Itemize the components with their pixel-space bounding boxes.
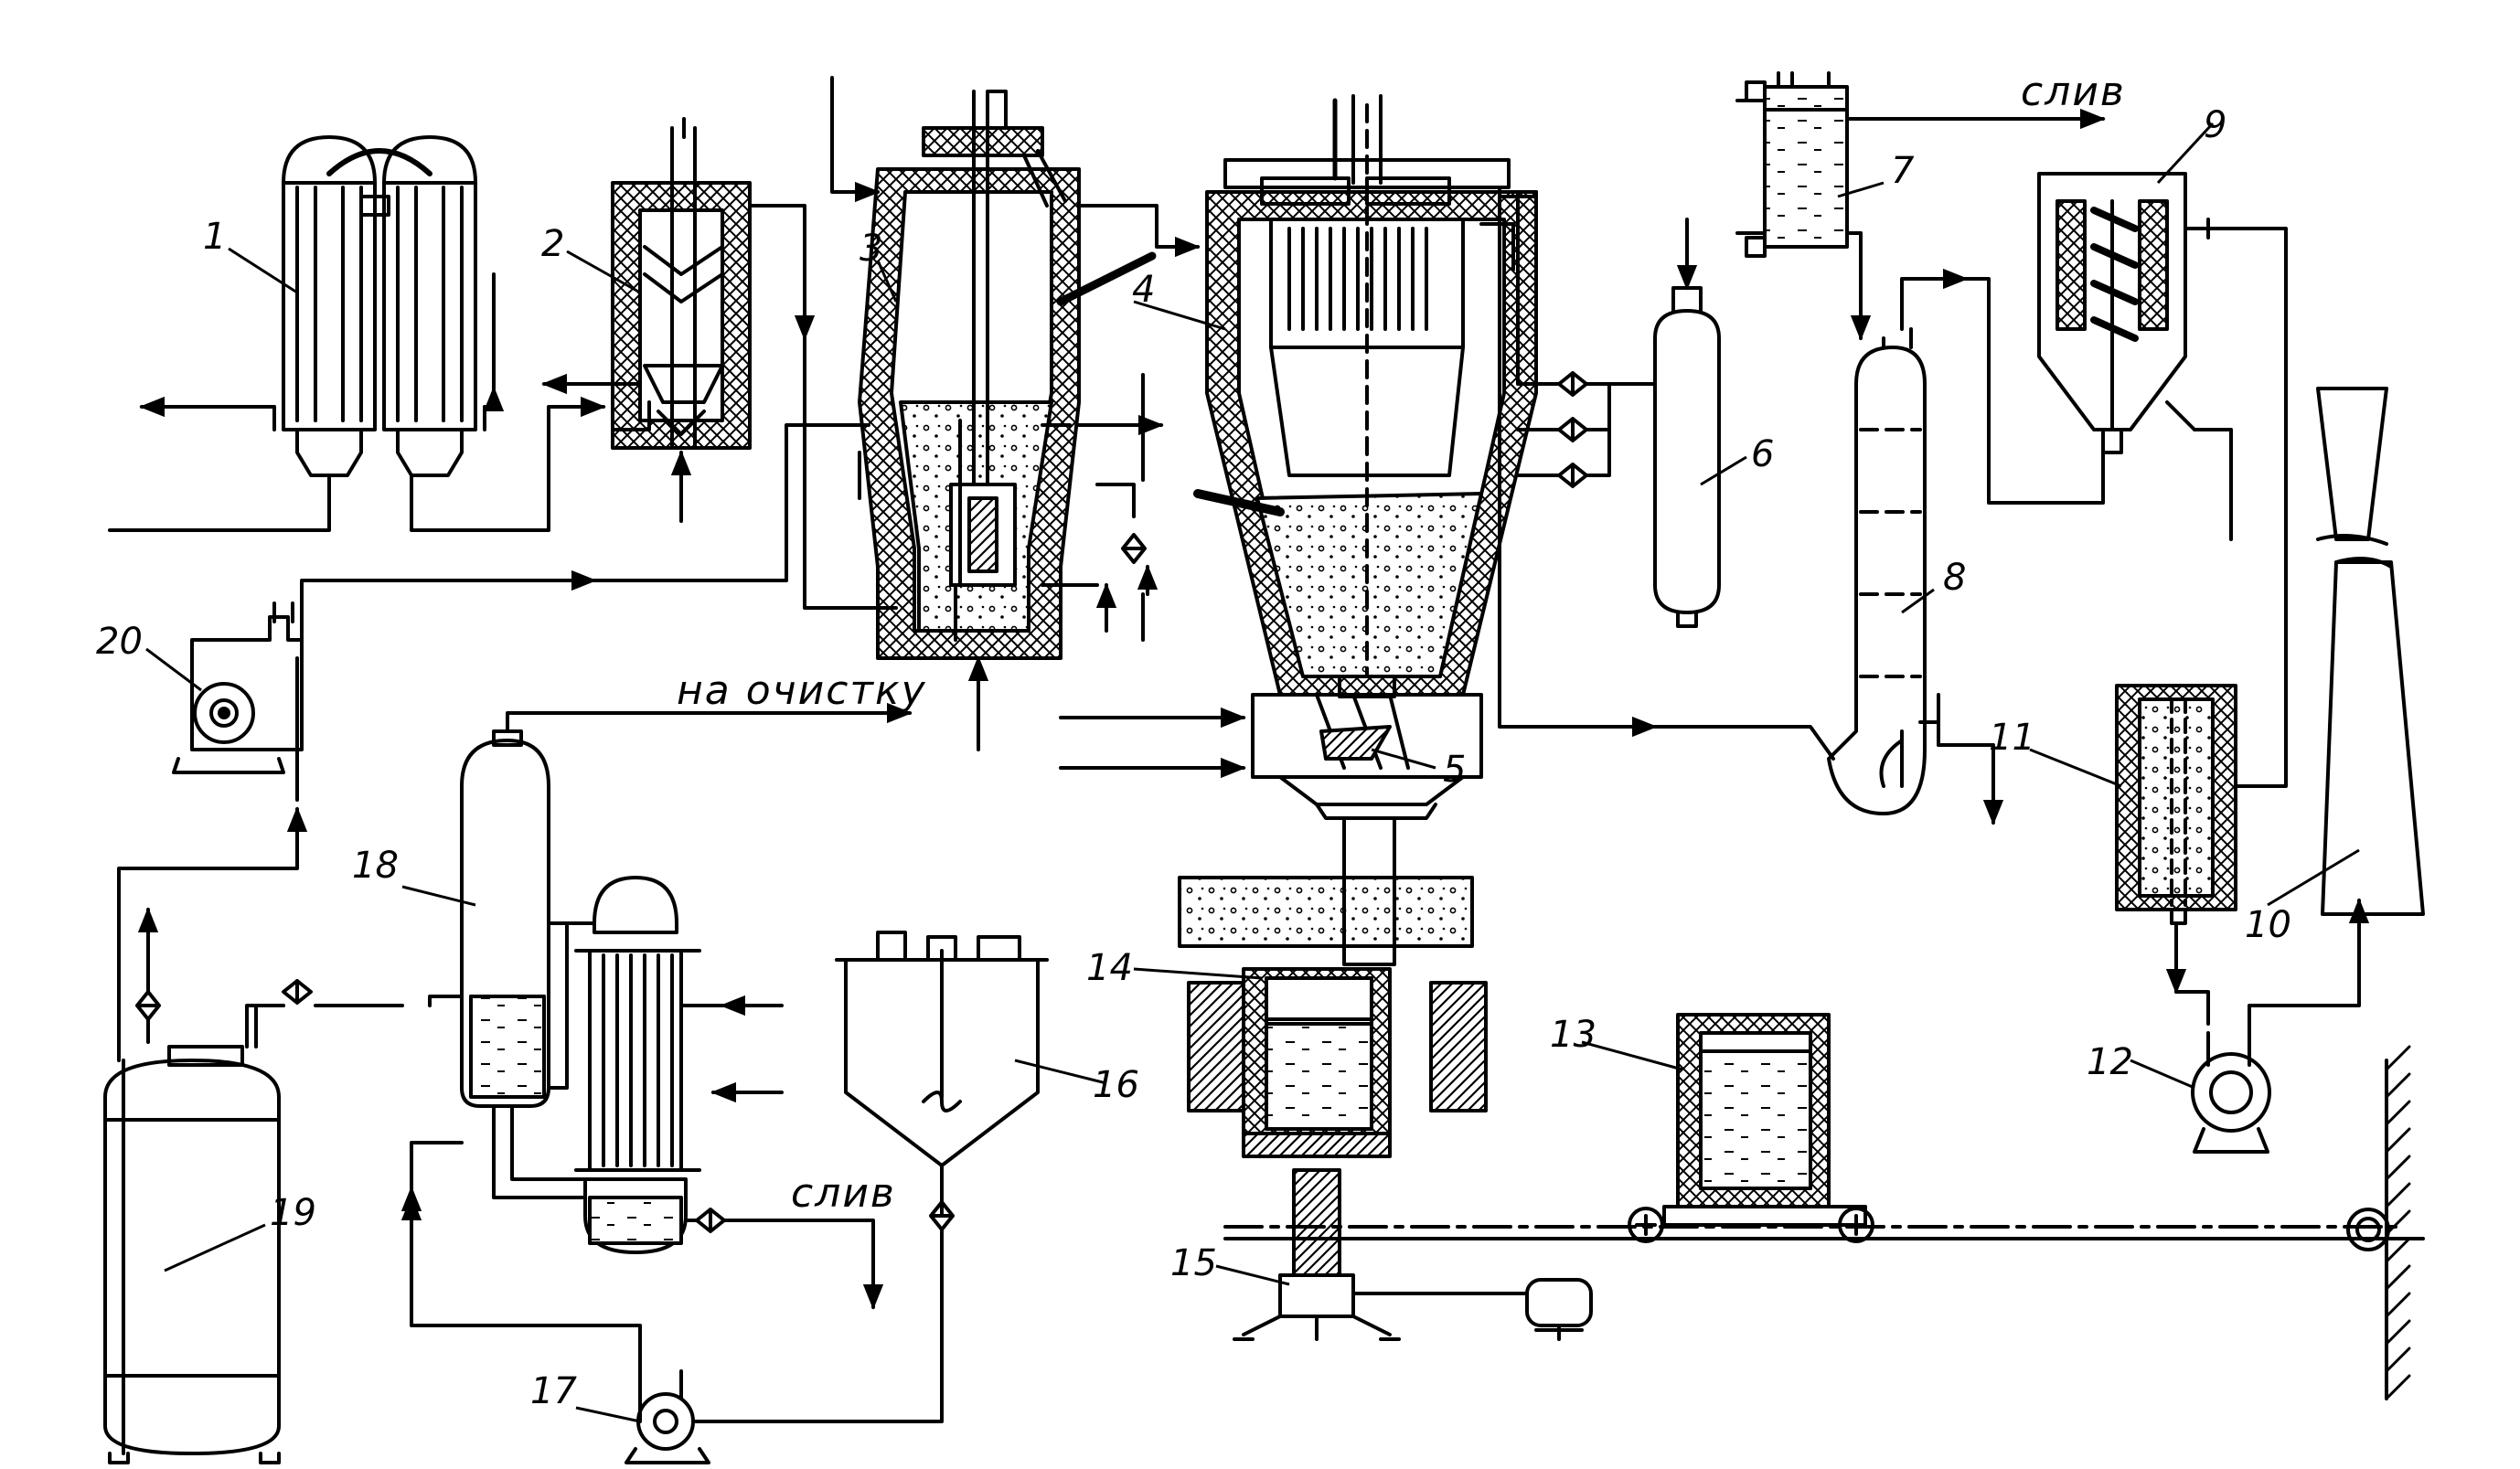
burner-5 [1251, 675, 1483, 820]
leader-lines [145, 122, 2360, 1423]
label-6: 6 [1751, 433, 1774, 475]
label-15: 15 [1170, 1242, 1217, 1284]
label-to-cleaning: на очистку [677, 667, 927, 714]
chlorinator-3 [858, 90, 1157, 660]
label-7: 7 [1891, 150, 1915, 192]
vessel-19 [103, 1045, 281, 1464]
labels: слив слив на очистку 1 2 3 4 5 6 7 8 9 1… [96, 69, 2291, 1412]
valves [135, 371, 1588, 1233]
label-9: 9 [2204, 104, 2226, 146]
condenser-7 [1735, 71, 1867, 258]
label-13: 13 [1550, 1014, 1596, 1056]
filter-11 [2115, 684, 2237, 925]
receiver-6 [1644, 218, 1721, 628]
label-3: 3 [860, 228, 882, 270]
label-8: 8 [1943, 557, 1966, 599]
heat-exchanger-1 [272, 135, 486, 477]
label-4: 4 [1132, 269, 1155, 311]
separator-18 [460, 729, 701, 1254]
label-1: 1 [203, 216, 226, 258]
label-12: 12 [2087, 1041, 2133, 1083]
label-17: 17 [530, 1370, 577, 1412]
label-20: 20 [96, 621, 143, 663]
filter-9 [2037, 172, 2210, 454]
label-drain-bottom: слив [791, 1170, 896, 1217]
piping [108, 76, 2370, 1423]
fan-12 [2191, 1031, 2271, 1154]
label-11: 11 [1989, 717, 2035, 759]
label-2: 2 [541, 223, 564, 265]
mould-trolley-13 [1628, 1013, 1874, 1243]
furnace-4 [1193, 94, 1538, 697]
rail-track [1223, 1045, 2425, 1400]
label-10: 10 [2245, 904, 2291, 946]
hydraulic-lift-15 [1233, 1168, 1593, 1341]
label-16: 16 [1093, 1064, 1139, 1106]
label-14: 14 [1086, 947, 1133, 989]
label-5: 5 [1443, 749, 1466, 791]
reactor-2 [611, 117, 752, 450]
label-18: 18 [352, 845, 399, 887]
smokestack-10 [2316, 387, 2425, 916]
column-8 [1827, 327, 1940, 815]
pump-17 [625, 1369, 733, 1464]
vacuum-pump-20 [172, 601, 304, 774]
casting-pit-14 [1178, 816, 1488, 1158]
label-drain-top: слив [2021, 69, 2126, 115]
label-19: 19 [270, 1192, 316, 1234]
